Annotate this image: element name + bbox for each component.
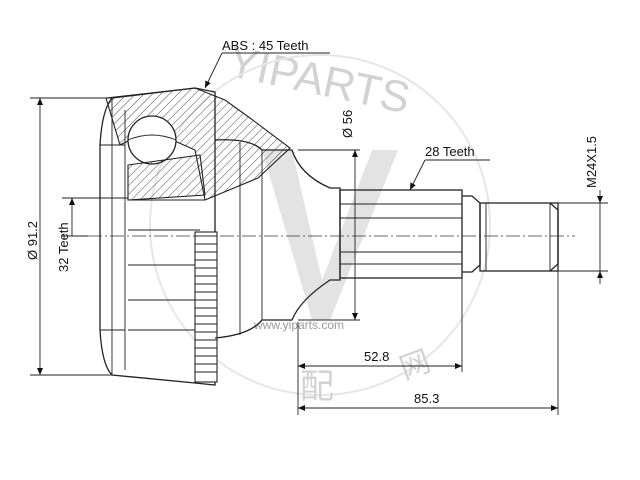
thread-end <box>479 202 559 272</box>
watermark-ring <box>149 54 491 396</box>
dim-d912-label: Ø 91.2 <box>25 221 40 260</box>
watermark-url: www.yiparts.com <box>253 318 344 332</box>
dim-d912: Ø 91.2 <box>25 97 112 376</box>
abs-label: ABS : 45 Teeth <box>222 38 309 53</box>
dim-853: 85.3 <box>298 271 559 415</box>
watermark-cjk-left: 配 <box>300 368 334 406</box>
abs-callout: ABS : 45 Teeth <box>204 38 330 89</box>
spline-shaft <box>339 189 481 279</box>
dim-528: 52.8 <box>297 278 463 415</box>
abs-ring <box>194 231 218 383</box>
outer-housing <box>99 87 291 386</box>
dim-528-label: 52.8 <box>364 349 389 364</box>
dim-thread: M24X1.5 <box>558 136 608 284</box>
teeth28-callout: 28 Teeth <box>409 144 490 191</box>
teeth28-label: 28 Teeth <box>425 144 475 159</box>
watermark-cjk-right: 网 <box>395 345 434 386</box>
watermark-v-logo <box>262 150 398 320</box>
dim-d56: Ø 56 <box>298 110 360 321</box>
dim-853-label: 85.3 <box>414 391 439 406</box>
dim-thread-label: M24X1.5 <box>584 136 599 188</box>
dim-teeth32: 32 Teeth <box>56 197 128 272</box>
dim-teeth32-label: 32 Teeth <box>56 222 71 272</box>
dim-d56-label: Ø 56 <box>340 110 355 138</box>
